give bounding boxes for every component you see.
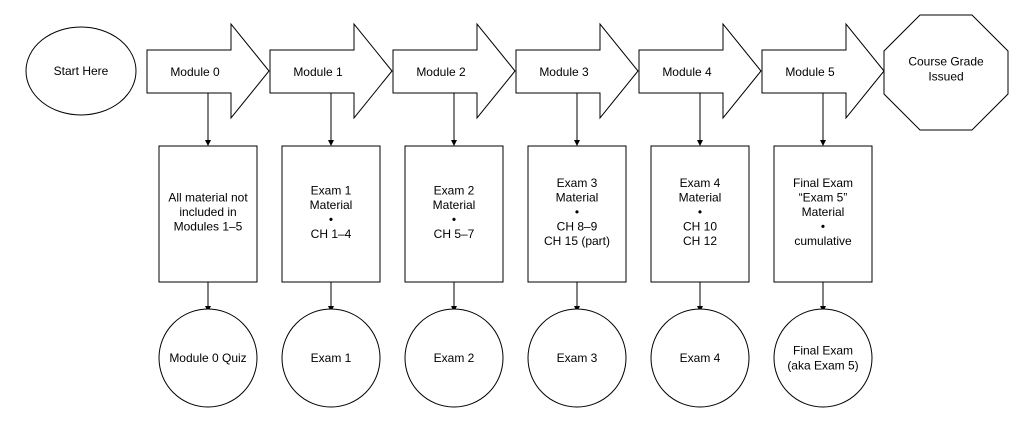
module-5-material-text: • — [821, 220, 825, 234]
module-4-assessment-node — [650, 308, 750, 408]
module-4-material-text: Exam 4 — [680, 176, 721, 190]
module-1-material-text: Material — [310, 198, 353, 212]
nodes: Start Here Module 0 All material notinclud… — [25, 14, 1009, 408]
module-2-material-text: CH 5–7 — [434, 227, 475, 241]
module-0-material-text: included in — [179, 205, 236, 219]
module-1-material-text: • — [329, 212, 333, 226]
module-5-label: Module 5 — [785, 65, 835, 79]
module-0-material-text: All material not — [168, 191, 248, 205]
start-node-label: Start Here — [54, 64, 109, 78]
module-5-material-box — [773, 145, 873, 283]
module-1-material-text: Exam 1 — [311, 183, 352, 197]
module-0-material-text: Modules 1–5 — [174, 220, 243, 234]
module-2-assessment-node — [404, 308, 504, 408]
module-4-label: Module 4 — [662, 65, 712, 79]
module-3-material-text: Exam 3 — [557, 176, 598, 190]
module-3-label: Module 3 — [539, 65, 589, 79]
module-0-assessment-node — [158, 308, 258, 408]
module-3-material-text: CH 15 (part) — [544, 234, 610, 248]
module-5-material-text: Final Exam — [793, 176, 853, 190]
module-0-to-material-arrowhead — [205, 140, 211, 146]
module-3-assessment-node — [527, 308, 627, 408]
end-node-label: Course Grade — [908, 55, 984, 69]
module-2-material-text: Material — [433, 198, 476, 212]
module-4-material-box — [650, 145, 750, 283]
module-3-to-material-arrowhead — [574, 140, 580, 146]
module-3-arrow — [515, 22, 639, 120]
module-3-material-text: CH 8–9 — [557, 220, 598, 234]
module-2-material-box — [404, 145, 504, 283]
module-1-material-box — [281, 145, 381, 283]
module-0-label: Module 0 — [170, 65, 220, 79]
module-4-material-text: CH 12 — [683, 234, 717, 248]
module-5-material-text: “Exam 5” — [799, 191, 848, 205]
module-1-material-text: CH 1–4 — [311, 227, 352, 241]
module-0-arrow — [146, 22, 270, 120]
module-3-material-text: Material — [556, 191, 599, 205]
module-4-assessment-text: Exam 4 — [680, 351, 721, 365]
module-5-assessment-text: (aka Exam 5) — [787, 359, 858, 373]
module-4-material-text: CH 10 — [683, 220, 717, 234]
module-3-material-box — [527, 145, 627, 283]
module-4-material-text: • — [698, 205, 702, 219]
module-3-assessment-text: Exam 3 — [557, 351, 598, 365]
module-5-material-text: cumulative — [794, 234, 852, 248]
module-2-arrow — [392, 22, 516, 120]
module-1-to-material-arrowhead — [328, 140, 334, 146]
module-5-assessment-text: Final Exam — [793, 344, 853, 358]
module-1-assessment-text: Exam 1 — [311, 351, 352, 365]
module-4-arrow — [638, 22, 762, 120]
module-2-material-text: Exam 2 — [434, 183, 475, 197]
module-2-material-text: • — [452, 212, 456, 226]
module-4-to-material-arrowhead — [697, 140, 703, 146]
module-1-assessment-node — [281, 308, 381, 408]
end-node — [883, 14, 1009, 131]
module-4-material-text: Material — [679, 191, 722, 205]
module-0-material-box — [158, 145, 258, 283]
module-5-to-material-arrowhead — [820, 140, 826, 146]
module-2-label: Module 2 — [416, 65, 466, 79]
module-2-to-material-arrowhead — [451, 140, 457, 146]
start-node — [25, 26, 137, 116]
module-1-arrow — [269, 22, 393, 120]
module-1-label: Module 1 — [293, 65, 343, 79]
module-5-arrow — [761, 22, 885, 120]
module-2-assessment-text: Exam 2 — [434, 351, 475, 365]
module-0-assessment-text: Module 0 Quiz — [169, 351, 246, 365]
module-3-material-text: • — [575, 205, 579, 219]
end-node-label: Issued — [928, 70, 963, 84]
module-5-material-text: Material — [802, 205, 845, 219]
module-5-assessment-node — [773, 308, 873, 408]
